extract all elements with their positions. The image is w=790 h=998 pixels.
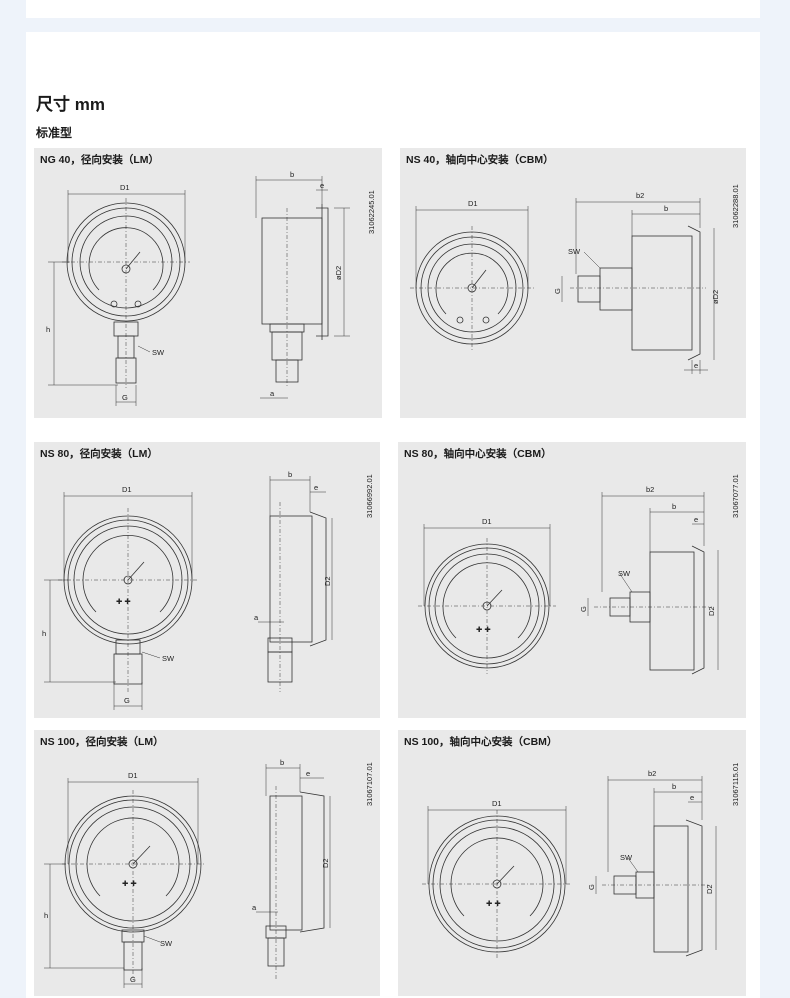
gauge-side-view bbox=[587, 492, 719, 675]
axial-mount-drawing: D1 b2 b e SW G øD2 31062288.01 bbox=[410, 184, 740, 374]
dim-label-d2: øD2 bbox=[334, 266, 343, 280]
drawing-number: 31062288.01 bbox=[731, 184, 740, 228]
svg-text:✚ ✚: ✚ ✚ bbox=[116, 597, 131, 606]
dim-label-g: G bbox=[579, 606, 588, 612]
radial-mount-drawing: ✚ ✚ D1 h G SW b e bbox=[42, 470, 374, 710]
dim-label-g: G bbox=[587, 884, 596, 890]
dim-label-b: b bbox=[290, 170, 294, 179]
dim-label-d2: D2 bbox=[707, 606, 716, 616]
radial-mount-drawing: ✚ ✚ D1 h G SW b e bbox=[44, 758, 374, 988]
dim-label-g: G bbox=[124, 696, 130, 705]
svg-text:✚ ✚: ✚ ✚ bbox=[122, 879, 137, 888]
dim-label-b: b bbox=[672, 502, 676, 511]
drawing-number: 31062245.01 bbox=[367, 190, 376, 234]
dim-label-d1: D1 bbox=[482, 517, 492, 526]
dim-label-d2: D2 bbox=[323, 576, 332, 586]
dim-label-h: h bbox=[44, 911, 48, 920]
dim-label-e: e bbox=[690, 793, 694, 802]
diagram-panel-ns100-cbm: NS 100，轴向中心安装（CBM） ✚ ✚ bbox=[398, 730, 746, 996]
gauge-side-view bbox=[595, 776, 717, 957]
dim-label-sw: SW bbox=[568, 247, 581, 256]
dim-label-d2: D2 bbox=[705, 884, 714, 894]
svg-text:✚ ✚: ✚ ✚ bbox=[486, 899, 501, 908]
gauge-front-view: ✚ ✚ bbox=[422, 806, 572, 958]
dim-label-a: a bbox=[252, 903, 257, 912]
dim-label-h: h bbox=[46, 325, 50, 334]
diagram-panel-ng40-lm: NG 40，径向安装（LM） bbox=[34, 148, 382, 418]
dim-label-b: b bbox=[672, 782, 676, 791]
axial-mount-drawing: ✚ ✚ D1 b2 b e SW G D2 31067115.01 bbox=[422, 763, 740, 958]
dim-label-d2: øD2 bbox=[711, 290, 720, 304]
dim-label-e: e bbox=[694, 361, 698, 370]
dim-label-g: G bbox=[553, 288, 562, 294]
panel-title: NS 100，径向安装（LM） bbox=[40, 736, 164, 748]
gauge-front-view: ✚ ✚ bbox=[44, 778, 204, 988]
section-subtitle: 标准型 bbox=[36, 126, 73, 140]
panel-title: NG 40，径向安装（LM） bbox=[40, 154, 160, 166]
diagram-panel-ns40-cbm: NS 40，轴向中心安装（CBM） bbox=[400, 148, 746, 418]
drawing-number: 31067115.01 bbox=[731, 763, 740, 806]
gauge-side-view bbox=[561, 198, 715, 374]
dim-label-d1: D1 bbox=[492, 799, 502, 808]
dim-label-d1: D1 bbox=[128, 771, 138, 780]
dim-label-e: e bbox=[306, 769, 310, 778]
panel-title: NS 100，轴向中心安装（CBM） bbox=[404, 736, 558, 748]
dim-label-sw: SW bbox=[162, 654, 175, 663]
dim-label-b: b bbox=[280, 758, 284, 767]
diagram-panel-ns100-lm: NS 100，径向安装（LM） ✚ ✚ bbox=[34, 730, 380, 996]
gauge-front-view: ✚ ✚ bbox=[44, 492, 198, 710]
dim-label-b: b bbox=[664, 204, 668, 213]
dim-label-b2: b2 bbox=[646, 485, 654, 494]
section-title: 尺寸 mm bbox=[36, 95, 105, 114]
gauge-side-view bbox=[258, 476, 333, 692]
dim-label-b: b bbox=[288, 470, 292, 479]
drawing-number: 31067077.01 bbox=[731, 474, 740, 518]
dim-label-sw: SW bbox=[152, 348, 165, 357]
dim-label-d1: D1 bbox=[468, 199, 478, 208]
axial-mount-drawing: ✚ ✚ D1 b2 b e SW G D2 31067077.01 bbox=[418, 474, 740, 675]
dim-label-sw: SW bbox=[160, 939, 173, 948]
dim-label-a: a bbox=[254, 613, 259, 622]
dim-label-e: e bbox=[314, 483, 318, 492]
diagram-panel-ns80-lm: NS 80，径向安装（LM） ✚ ✚ bbox=[34, 442, 380, 718]
dim-label-g: G bbox=[130, 975, 136, 984]
dim-label-d2: D2 bbox=[321, 858, 330, 868]
drawing-number: 31066992.01 bbox=[365, 474, 374, 518]
dim-label-sw: SW bbox=[618, 569, 631, 578]
diagram-panel-ns80-cbm: NS 80，轴向中心安装（CBM） ✚ ✚ bbox=[398, 442, 746, 718]
dim-label-b2: b2 bbox=[648, 769, 656, 778]
svg-text:✚ ✚: ✚ ✚ bbox=[476, 625, 491, 634]
radial-mount-drawing: D1 h G SW b e a øD2 31062245.01 bbox=[46, 170, 376, 406]
gauge-front-view bbox=[410, 206, 534, 350]
dim-label-sw: SW bbox=[620, 853, 633, 862]
drawing-number: 31067107.01 bbox=[365, 762, 374, 806]
panel-title: NS 40，轴向中心安装（CBM） bbox=[406, 154, 554, 166]
panel-title: NS 80，轴向中心安装（CBM） bbox=[404, 448, 552, 460]
gauge-front-view: ✚ ✚ bbox=[418, 524, 556, 674]
gauge-side-view bbox=[255, 176, 350, 399]
dim-label-h: h bbox=[42, 629, 46, 638]
dim-label-d1: D1 bbox=[122, 485, 132, 494]
dim-label-a: a bbox=[270, 389, 275, 398]
gauge-side-view bbox=[256, 764, 331, 980]
gauge-front-view bbox=[48, 190, 190, 406]
dim-label-e: e bbox=[320, 181, 324, 190]
top-card bbox=[26, 0, 760, 18]
dim-label-e: e bbox=[694, 515, 698, 524]
dim-label-b2: b2 bbox=[636, 191, 644, 200]
dim-label-g: G bbox=[122, 393, 128, 402]
panel-title: NS 80，径向安装（LM） bbox=[40, 448, 158, 460]
dim-label-d1: D1 bbox=[120, 183, 130, 192]
